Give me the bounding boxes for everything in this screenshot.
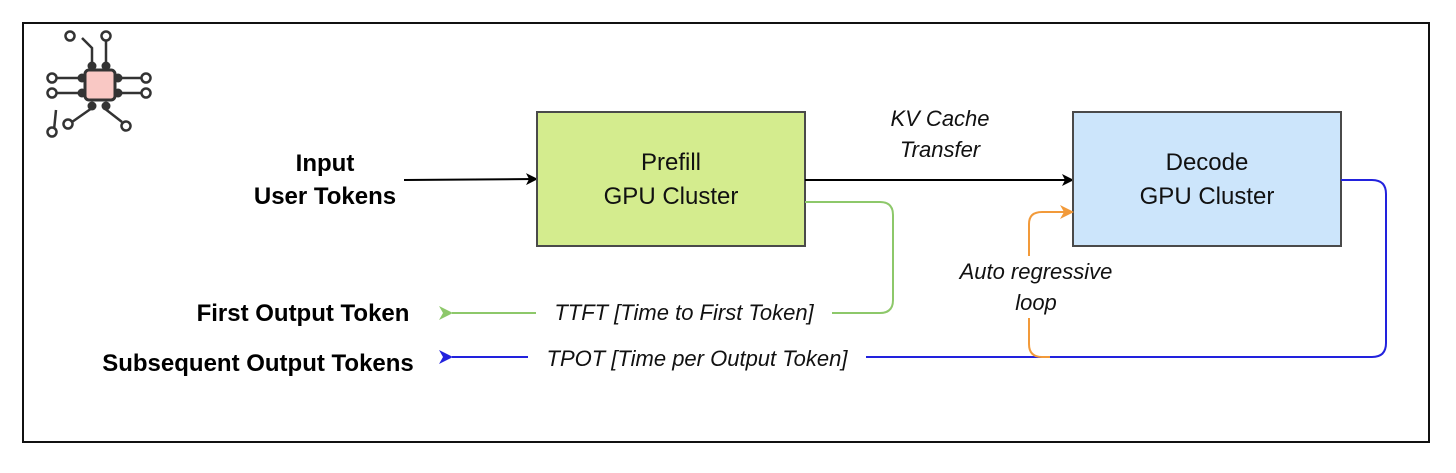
input-label-line2: User Tokens	[254, 183, 396, 210]
ttft-label: TTFT [Time to First Token]	[554, 300, 814, 325]
autoregressive-label-line2: loop	[1015, 290, 1057, 315]
ttft-label-bg	[536, 296, 832, 326]
first-output-token-label: First Output Token	[197, 300, 410, 327]
kv-cache-label-line2: Transfer	[900, 137, 982, 162]
ttft-arrow	[439, 201, 894, 320]
subsequent-output-tokens-label: Subsequent Output Tokens	[102, 350, 414, 377]
decode-label-line2: GPU Cluster	[1140, 183, 1275, 210]
decode-gpu-cluster-box	[1072, 111, 1342, 247]
tpot-arrow	[439, 179, 1387, 364]
chip-core	[83, 68, 117, 102]
input-to-prefill-arrow	[403, 173, 538, 186]
autoregressive-label-line1: Auto regressive	[958, 259, 1113, 284]
prefill-label-line1: Prefill	[641, 149, 701, 176]
decode-label-line1: Decode	[1166, 149, 1249, 176]
tpot-label: TPOT [Time per Output Token]	[547, 346, 849, 371]
kv-cache-label-line1: KV Cache	[890, 106, 989, 131]
autoregressive-label-bg	[946, 256, 1126, 318]
input-label-line1: Input	[296, 150, 355, 177]
prefill-label-line2: GPU Cluster	[604, 183, 739, 210]
tpot-label-bg	[528, 342, 866, 372]
prefill-gpu-cluster-box	[536, 111, 806, 247]
